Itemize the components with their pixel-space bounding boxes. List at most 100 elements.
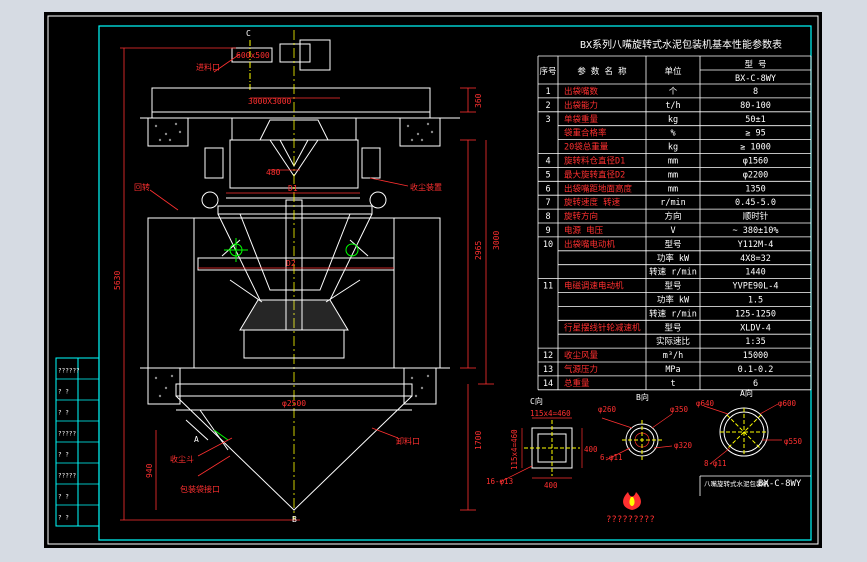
- svg-text:φ550: φ550: [784, 437, 803, 446]
- table-row-value: ≥ 1000: [740, 143, 771, 153]
- table-row-item: 出袋嘴电动机: [564, 239, 616, 250]
- svg-text:8-φ11: 8-φ11: [704, 459, 727, 468]
- table-row-item: 气源压力: [564, 364, 598, 375]
- left-support: [147, 117, 189, 147]
- d2-ring: [197, 257, 395, 271]
- label-collector: 收尘装置: [410, 182, 442, 192]
- table-row-value: ~ 380±10%: [732, 226, 778, 236]
- table-row-item: 总重量: [564, 378, 590, 389]
- dim-platform: 3000X3000: [248, 97, 292, 106]
- table-row-unit: 功率 kW: [657, 295, 690, 306]
- table-row-unit: 型号: [664, 240, 681, 250]
- table-row-value: 1440: [745, 268, 765, 278]
- view-b: B向 φ260 φ350 φ320 6-φ11: [598, 392, 693, 462]
- dim-360: 360: [474, 93, 483, 108]
- table-row-value: 顺时针: [743, 211, 769, 222]
- table-row-value: 125-1250: [735, 309, 776, 319]
- dim-3000: 3000: [492, 231, 501, 250]
- table-row-value: Y112M-4: [738, 240, 774, 250]
- table-row-value: 1:35: [745, 337, 765, 347]
- table-row-no: 5: [545, 170, 550, 180]
- title-name: 八嘴旋转式水泥包装机: [704, 479, 770, 488]
- left-block-cell: ? ?: [58, 494, 69, 501]
- dim-480: 480: [266, 168, 281, 177]
- title-drawing-no: BX-C-8WY: [758, 479, 802, 489]
- table-row-item: 旋转速度 转速: [564, 197, 621, 208]
- label-bag: 包装袋接口: [180, 484, 220, 494]
- table-header-item: 参 数 名 称: [577, 66, 627, 77]
- left-block-cell: ?????: [58, 473, 76, 480]
- table-row-unit: r/min: [660, 198, 686, 208]
- sheet-border-outer: [47, 15, 819, 545]
- table-header-model-value: BX-C-8WY: [735, 74, 776, 84]
- table-header-model-label: 型 号: [744, 60, 766, 70]
- table-row-no: 1: [545, 87, 550, 97]
- table-row-value: 50±1: [745, 115, 765, 125]
- left-block-cell: ??????: [58, 368, 80, 375]
- table-row-unit: 个: [669, 87, 678, 97]
- dim-top-size: 600x500: [236, 51, 270, 60]
- table-row-unit: MPa: [665, 365, 680, 375]
- label-inlet: 进料口: [196, 62, 220, 72]
- label-point-a: A: [194, 435, 199, 444]
- table-row-unit: mm: [668, 170, 678, 180]
- left-block-cell: ? ?: [58, 410, 69, 417]
- inlet-box: [231, 47, 273, 63]
- dim-d2: D2: [286, 259, 296, 268]
- title-block: 八嘴旋转式水泥包装机 BX-C-8WY ?????????: [606, 475, 811, 525]
- table-row-unit: 型号: [664, 282, 681, 292]
- table-row-unit: m³/h: [663, 351, 683, 361]
- company-name: ?????????: [606, 515, 655, 525]
- table-row-item: 电磁调速电动机: [564, 281, 624, 292]
- svg-text:6-φ11: 6-φ11: [600, 453, 623, 462]
- table-row-item: 单袋重量: [564, 114, 599, 125]
- left-block-cell: ? ?: [58, 389, 69, 396]
- dim-2500: φ2500: [282, 399, 306, 408]
- table-row-value: 15000: [743, 351, 769, 361]
- table-row-value: φ2200: [743, 170, 769, 180]
- dim-1700: 1700: [474, 431, 483, 450]
- table-row-unit: V: [670, 226, 675, 236]
- svg-text:A向: A向: [740, 388, 753, 398]
- table-row-value: 0.45-5.0: [735, 198, 776, 208]
- table-row-no: 3: [545, 115, 550, 125]
- table-row-no: 6: [545, 184, 550, 194]
- table-row-item: 出袋嘴数: [564, 86, 599, 97]
- table-row-no: 14: [543, 379, 553, 389]
- table-row-unit: t/h: [665, 101, 680, 111]
- table-row-unit: mm: [668, 157, 678, 167]
- svg-text:115x4=460: 115x4=460: [510, 429, 519, 470]
- table-row-unit: 功率 kW: [657, 253, 690, 264]
- company-logo-icon: [623, 492, 641, 510]
- svg-text:400: 400: [544, 481, 558, 490]
- table-row-value: YVPE90L-4: [732, 282, 778, 292]
- table-row-item: 旋转方向: [564, 211, 598, 222]
- label-rotor: 回转: [134, 182, 150, 192]
- svg-text:φ260: φ260: [598, 405, 617, 414]
- table-row-unit: 转速 r/min: [649, 267, 697, 278]
- table-row-no: 10: [543, 240, 553, 250]
- label-point-c: C: [246, 29, 251, 38]
- table-row-value: 4X8=32: [740, 254, 771, 264]
- table-row-unit: 方向: [664, 211, 681, 222]
- svg-text:16-φ13: 16-φ13: [486, 477, 513, 486]
- svg-text:φ320: φ320: [674, 441, 693, 450]
- table-row-item: 出袋嘴距地面高度: [564, 183, 633, 194]
- table-row-item: 最大旋转直径D2: [564, 169, 625, 180]
- left-block-cell: ?????: [58, 431, 76, 438]
- right-support: [399, 117, 441, 147]
- dimension-lines: [120, 47, 494, 521]
- green-accents: [213, 238, 359, 441]
- table-row-no: 2: [545, 101, 550, 111]
- svg-text:C向: C向: [530, 396, 543, 406]
- table-row-value: φ1560: [743, 157, 769, 167]
- main-machine-drawing: [140, 30, 460, 520]
- table-row-no: 11: [543, 282, 553, 292]
- svg-text:φ640: φ640: [696, 399, 715, 408]
- table-row-unit: 转速 r/min: [649, 308, 697, 319]
- parameter-table: BX系列八嘴旋转式水泥包装机基本性能参数表 序号参 数 名 称单位型 号BX-C…: [537, 38, 812, 391]
- label-outlet: 卸料口: [396, 436, 420, 446]
- view-a: A向 φ640 φ600 φ550 8-φ11: [696, 388, 803, 468]
- table-row-unit: 型号: [664, 323, 681, 333]
